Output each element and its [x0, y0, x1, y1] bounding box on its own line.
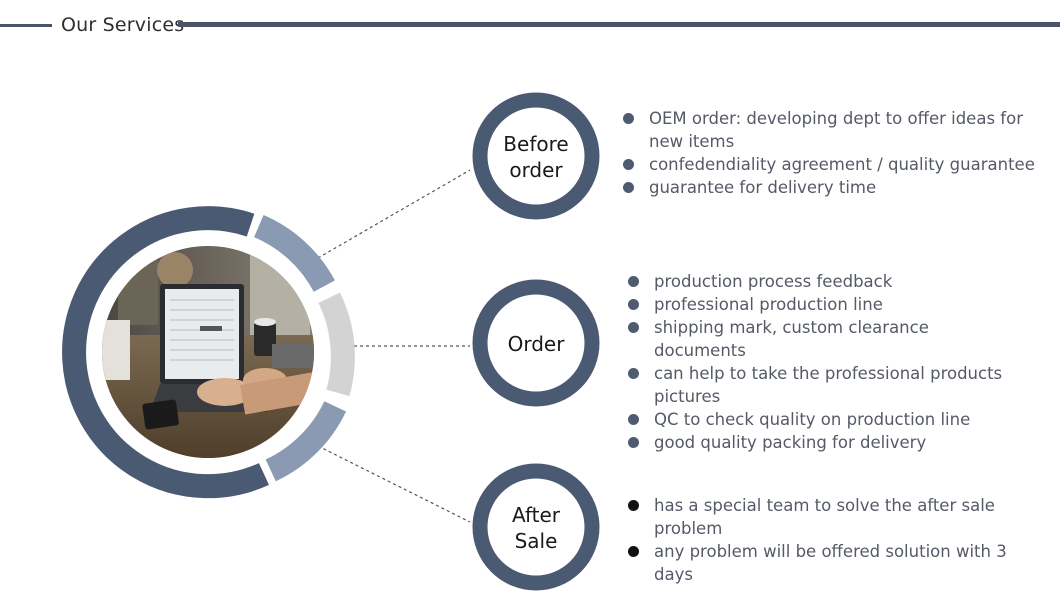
- connector-before-order: [317, 169, 471, 259]
- header-line-right: [178, 22, 1060, 27]
- label-after-sale-line2: Sale: [514, 529, 558, 553]
- ring-segment-dark: [62, 206, 269, 499]
- list-item: guarantee for delivery time: [623, 176, 1049, 199]
- label-before-order-line1: Before: [503, 132, 569, 156]
- connector-after-sale: [317, 445, 471, 523]
- list-item: confedendiality agreement / quality guar…: [623, 153, 1049, 176]
- label-before-order-line2: order: [509, 158, 563, 182]
- bullet-dot: [628, 414, 639, 425]
- circle-before-order: [472, 92, 600, 220]
- main-ring: [62, 206, 355, 499]
- list-item: shipping mark, custom clearance document…: [628, 316, 1014, 362]
- list-item: any problem will be offered solution wit…: [628, 540, 1014, 586]
- bullet-dot: [628, 322, 639, 333]
- list-item: OEM order: developing dept to offer idea…: [623, 107, 1049, 153]
- after-sale-list: has a special team to solve the after sa…: [628, 494, 1014, 586]
- order-list: production process feedback professional…: [628, 270, 1014, 454]
- bullet-dot: [628, 276, 639, 287]
- label-before-order: Before order: [480, 131, 592, 183]
- label-after-sale: After Sale: [480, 502, 592, 554]
- list-item: has a special team to solve the after sa…: [628, 494, 1014, 540]
- bullet-dot: [628, 546, 639, 557]
- bullet-dot: [628, 437, 639, 448]
- list-item: professional production line: [628, 293, 1014, 316]
- bullet-dot: [623, 159, 634, 170]
- circle-order: [472, 279, 600, 407]
- header-line-left: [0, 24, 52, 27]
- ring-segment-light-bottom: [265, 400, 347, 482]
- bullet-dot: [628, 368, 639, 379]
- ring-segment-grey: [318, 292, 355, 397]
- list-item: QC to check quality on production line: [628, 408, 1014, 431]
- ring-segment-light-top: [253, 214, 335, 293]
- page-title: Our Services: [61, 14, 185, 36]
- list-item: can help to take the professional produc…: [628, 362, 1014, 408]
- label-order-line1: Order: [507, 332, 565, 356]
- before-order-list: OEM order: developing dept to offer idea…: [623, 107, 1049, 199]
- list-item: good quality packing for delivery: [628, 431, 1014, 454]
- list-item: production process feedback: [628, 270, 1014, 293]
- bullet-dot: [623, 182, 634, 193]
- bullet-dot: [623, 113, 634, 124]
- circle-after-sale: [472, 463, 600, 591]
- label-after-sale-line1: After: [511, 503, 561, 527]
- bullet-dot: [628, 299, 639, 310]
- bullet-dot: [628, 500, 639, 511]
- label-order: Order: [480, 331, 592, 357]
- laptop-photo: [102, 246, 314, 458]
